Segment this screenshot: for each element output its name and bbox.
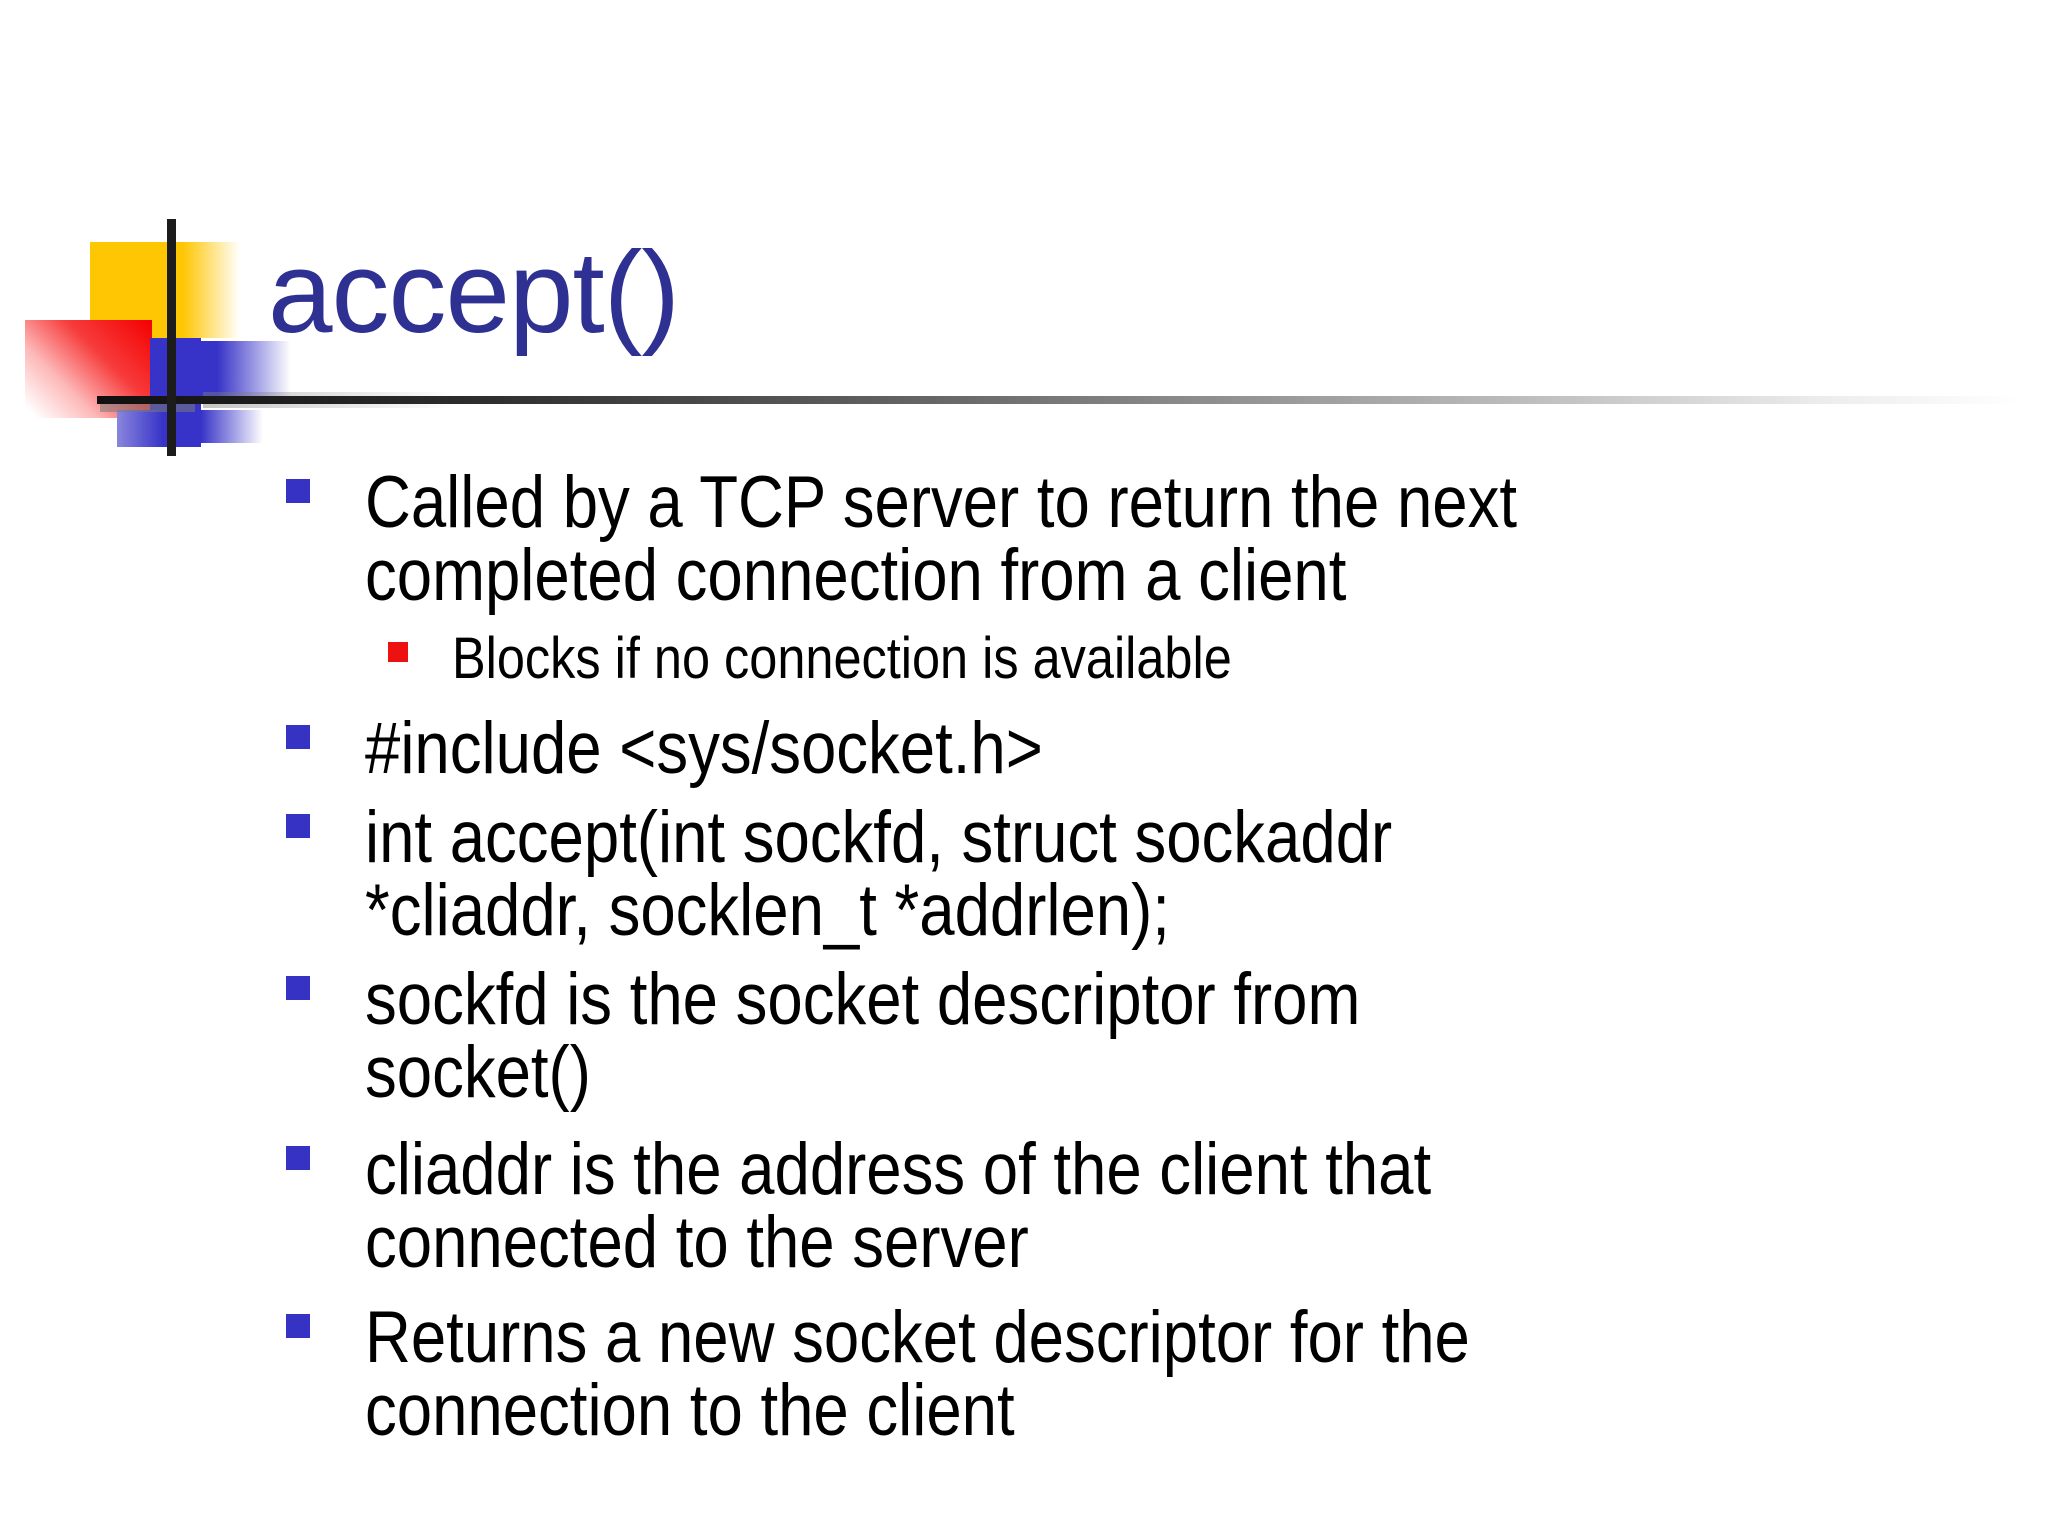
title-underline-shadow [100,404,195,412]
bullet-line: sockfd is the socket descriptor from [365,959,1361,1040]
bullet-line: cliaddr is the address of the client tha… [365,1129,1432,1210]
bullet-text: cliaddr is the address of the client tha… [365,1133,1590,1279]
bullet-square-icon [286,976,310,1000]
bullet-line: int accept(int sockfd, struct sockaddr [365,797,1393,878]
bullet-item: int accept(int sockfd, struct sockaddr *… [286,801,1906,947]
decor-blue-square-lower-gradient [201,410,263,443]
bullet-list: Called by a TCP server to return the nex… [286,466,1906,1447]
bullet-square-icon [286,725,310,749]
bullet-line: socket() [365,1032,591,1113]
crosshair-vertical-line [167,219,176,456]
bullet-text: Returns a new socket descriptor for the … [365,1301,1635,1447]
bullet-text: int accept(int sockfd, struct sockaddr *… [365,801,1546,947]
bullet-text: Called by a TCP server to return the nex… [365,466,1689,612]
bullet-square-icon [286,1314,310,1338]
bullet-item: sockfd is the socket descriptor from soc… [286,963,1906,1109]
bullet-square-icon [286,814,310,838]
bullet-line: Called by a TCP server to return the nex… [365,462,1517,543]
bullet-item: Called by a TCP server to return the nex… [286,466,1906,612]
bullet-text: #include <sys/socket.h> [365,712,1144,785]
bullet-line: *cliaddr, socklen_t *addrlen); [365,870,1170,951]
bullet-text: sockfd is the socket descriptor from soc… [365,963,1509,1109]
bullet-line: completed connection from a client [365,535,1347,616]
bullet-line: connection to the client [365,1370,1015,1451]
bullet-item: cliaddr is the address of the client tha… [286,1133,1906,1279]
bullet-line: connected to the server [365,1202,1029,1283]
sub-bullet-item: Blocks if no connection is available [388,628,1906,690]
decor-blue-square-gradient [201,341,291,398]
bullet-item: #include <sys/socket.h> [286,712,1906,785]
bullet-item: Returns a new socket descriptor for the … [286,1301,1906,1447]
bullet-text: Blocks if no connection is available [452,628,1348,690]
bullet-line: #include <sys/socket.h> [365,708,1043,789]
bullet-line: Blocks if no connection is available [452,626,1232,691]
bullet-line: Returns a new socket descriptor for the [365,1297,1470,1378]
slide-title: accept() [268,227,680,357]
sub-bullet-square-icon [388,642,408,662]
title-underline [97,396,2020,404]
bullet-square-icon [286,1146,310,1170]
decor-blue-square-lower [117,410,201,447]
bullet-square-icon [286,479,310,503]
